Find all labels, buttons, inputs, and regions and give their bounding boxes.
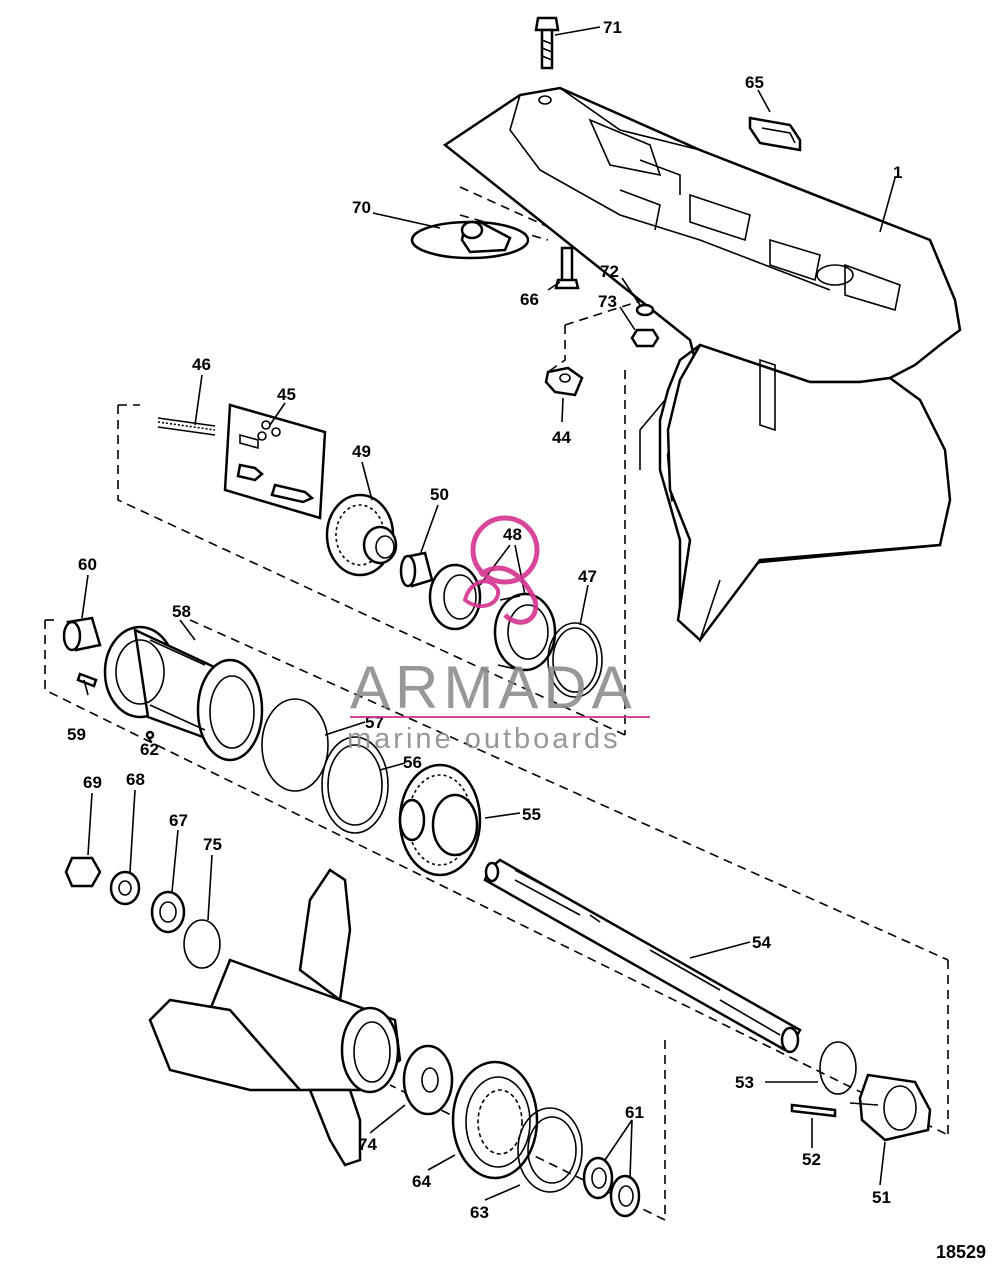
label-47: 47: [578, 567, 597, 586]
part-52-pin: [790, 1103, 837, 1118]
label-66: 66: [520, 290, 539, 309]
label-52: 52: [802, 1150, 821, 1169]
part-50-needle-bearing: [399, 551, 434, 588]
propeller: [148, 868, 402, 1167]
part-75-lock-washer: [183, 919, 221, 969]
label-74: 74: [358, 1135, 377, 1154]
watermark-title: ARMADA: [350, 654, 637, 721]
part-67-thrust-hub: [150, 890, 186, 934]
part-72-washer: [635, 303, 655, 317]
assembly-outline: [44, 186, 949, 1222]
part-57-o-ring: [261, 698, 329, 792]
label-55: 55: [522, 805, 541, 824]
part-44-trim-tab: [544, 366, 584, 397]
part-69-propeller-nut: [64, 856, 102, 888]
label-49: 49: [352, 442, 371, 461]
part-74-thrust-washer: [402, 1044, 454, 1116]
part-64-bearing: [451, 1060, 539, 1180]
watermark-subtitle: marine outboards: [347, 723, 621, 755]
diagram-code: 18529: [936, 1242, 986, 1262]
part-58-bearing-carrier: [103, 625, 264, 762]
label-50: 50: [430, 485, 449, 504]
label-75: 75: [203, 835, 222, 854]
part-49-pinion-gear: [325, 493, 398, 577]
part-63-retainer: [517, 1107, 583, 1193]
label-64: 64: [412, 1172, 431, 1191]
part-46-spring: [157, 417, 216, 436]
label-1: 1: [893, 163, 902, 182]
part-54-propeller-shaft: [483, 858, 802, 1054]
part-65-cover: [748, 116, 802, 152]
part-73-nut: [630, 328, 660, 348]
part-66-bolt: [554, 246, 580, 290]
part-62-ball: [145, 730, 155, 740]
label-62: 62: [140, 740, 159, 759]
label-73: 73: [598, 292, 617, 311]
label-67: 67: [169, 811, 188, 830]
label-70: 70: [352, 198, 371, 217]
label-71: 71: [603, 18, 622, 37]
armada-logo-icon: [462, 515, 540, 625]
label-61: 61: [625, 1103, 644, 1122]
label-54: 54: [752, 933, 771, 952]
part-56-thrust-washer: [321, 736, 389, 834]
label-46: 46: [192, 355, 211, 374]
label-65: 65: [745, 73, 764, 92]
label-59: 59: [67, 725, 86, 744]
part-60-bearing: [62, 616, 102, 652]
gear-housing: [442, 86, 962, 643]
part-55-reverse-gear: [398, 763, 482, 877]
label-45: 45: [277, 385, 296, 404]
label-44: 44: [552, 428, 571, 447]
part-47-shim: [547, 622, 603, 698]
label-60: 60: [78, 555, 97, 574]
part-70-anode: [410, 220, 530, 260]
label-48: 48: [503, 525, 522, 544]
label-72: 72: [600, 262, 619, 281]
leader-lines: [81, 26, 896, 1201]
label-58: 58: [172, 602, 191, 621]
label-68: 68: [126, 770, 145, 789]
part-labels: 71 65 1 70 66 72 73 44 46 45 49 50 48 47…: [67, 18, 902, 1222]
part-68-tab-washer: [109, 870, 141, 906]
label-51: 51: [872, 1188, 891, 1207]
part-53-retaining-ring: [819, 1041, 857, 1095]
part-59-pin: [76, 672, 98, 688]
part-45-shift-kit: [223, 403, 327, 520]
label-63: 63: [470, 1203, 489, 1222]
label-53: 53: [735, 1073, 754, 1092]
part-51-sliding-clutch: [858, 1073, 932, 1142]
part-61-oil-seals: [582, 1156, 641, 1218]
label-69: 69: [83, 773, 102, 792]
part-71-bolt: [534, 16, 560, 70]
armada-watermark: ARMADA marine outboards: [347, 515, 650, 755]
label-56: 56: [403, 753, 422, 772]
